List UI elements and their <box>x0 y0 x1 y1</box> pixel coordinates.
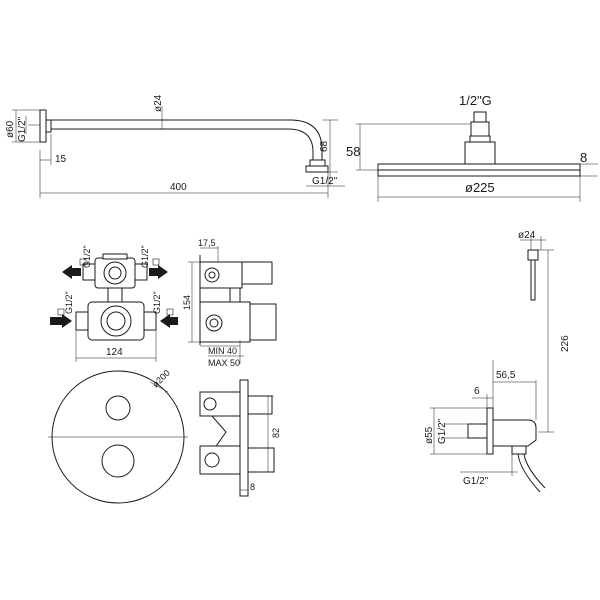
valve-side-upper-port-core <box>208 271 216 279</box>
valve-top-left-thread: G1/2" <box>82 245 92 268</box>
plate-diameter-label: ø200 <box>150 368 172 390</box>
hand-outlet-offset: 56,5 <box>496 370 516 381</box>
mark-ur <box>152 258 160 266</box>
valve-side-lower-port-core <box>209 318 219 328</box>
head-ball-joint <box>470 121 490 137</box>
arm-outlet-nut <box>309 159 326 167</box>
arm-outlet-thread-label: G1/2" <box>312 176 338 187</box>
hand-hose-edge <box>523 453 546 489</box>
arrow-lower-right-shaft <box>170 317 178 325</box>
head-top-nut <box>473 111 487 123</box>
head-neck <box>464 141 496 165</box>
arm-outlet-socket <box>305 165 329 173</box>
arm-length-label: 400 <box>170 182 187 193</box>
valve-upper-core <box>108 266 122 280</box>
valve-side-upper-stem <box>241 261 273 285</box>
arm-flange-thread-label: G1/2" <box>17 116 28 142</box>
valve-connector <box>107 287 123 303</box>
arrow-out-upper-right <box>158 265 168 279</box>
head-joint-collar <box>469 135 491 143</box>
plate-side-lower-knob <box>247 447 275 473</box>
valve-upper-right-port <box>134 263 148 281</box>
plate-side-projection: 82 <box>271 428 281 438</box>
arrow-in-lower-right <box>160 314 170 328</box>
head-plate-bottom <box>377 169 581 177</box>
plate-side-lower-port <box>204 452 220 468</box>
valve-lower-right-port <box>143 311 157 331</box>
arm-flange-depth-label: 15 <box>55 154 67 165</box>
valve-side-max: MAX 50 <box>208 358 240 368</box>
hand-hose <box>517 453 541 493</box>
arrow-out-upper-left <box>62 265 72 279</box>
arm-flange-nut <box>45 119 52 133</box>
valve-lower-core <box>106 311 126 331</box>
hand-length: 226 <box>560 335 571 352</box>
valve-lower-left-port <box>75 311 89 331</box>
valve-bottom-right-thread: G1/2" <box>152 291 162 314</box>
valve-upper-cap <box>102 253 128 260</box>
hand-holder-body <box>493 419 537 447</box>
arm-tube-dia-label: ø24 <box>153 94 164 112</box>
valve-side-depth-top: 17,5 <box>198 238 216 248</box>
arm-wall-flange <box>39 109 47 143</box>
valve-top-right-thread: G1/2" <box>140 245 150 268</box>
valve-bottom-left-thread: G1/2" <box>64 291 74 314</box>
valve-upper-left-port <box>82 263 96 281</box>
cover-plate-front-drawing: ø200 <box>48 368 188 504</box>
arm-drop-label: 68 <box>319 140 330 152</box>
thermostat-knob <box>101 444 135 478</box>
arm-tube-bottom-edge <box>51 128 314 160</box>
head-connection-label: 1/2"G <box>459 93 492 108</box>
cover-plate-side-drawing: 82 8 <box>199 379 281 497</box>
valve-width-label: 124 <box>106 347 123 358</box>
valve-side-lower-stem <box>249 303 277 341</box>
hand-shower-handle <box>530 257 536 301</box>
valve-side-min: MIN 40 <box>208 346 237 356</box>
hand-wall-outlet-thread: G1/2" <box>437 418 448 444</box>
mark-ul <box>79 258 87 266</box>
valve-side-drawing: 17,5 154 MIN 40 MAX 50 <box>182 238 277 368</box>
hand-wall-outlet-dia: ø55 <box>424 426 435 444</box>
head-thickness-label: 8 <box>580 150 587 165</box>
arrow-upper-right-shaft <box>149 268 158 276</box>
shower-arm-drawing: ø60 G1/2" ø24 15 400 68 G1/2" <box>5 94 345 198</box>
hand-shower-head-cap <box>527 249 539 261</box>
shower-head-drawing: 1/2"G 58 8 ø225 <box>346 93 598 202</box>
hand-wall-flange <box>486 407 494 455</box>
hand-shower-drawing: ø24 226 56,5 6 ø55 G1/2" G1/2" <box>424 230 571 493</box>
valve-side-link <box>229 287 241 303</box>
plate-side-profile <box>239 379 249 497</box>
head-diameter-label: ø225 <box>465 180 495 195</box>
valve-side-height: 154 <box>182 295 192 310</box>
head-height-label: 58 <box>346 144 360 159</box>
mark-ll <box>57 308 65 316</box>
hand-elbow-depth: 6 <box>474 386 480 397</box>
arrow-upper-left-shaft <box>72 268 81 276</box>
diverter-knob <box>105 395 131 421</box>
arm-tube-top-edge <box>51 119 323 160</box>
arrow-in-lower-left <box>62 314 72 328</box>
hand-handle-dia: ø24 <box>518 230 536 241</box>
plate-side-thickness: 8 <box>250 482 255 492</box>
hand-hose-nut <box>511 445 527 455</box>
plate-side-link <box>211 415 227 453</box>
mark-lr <box>166 308 174 316</box>
hand-hose-thread: G1/2" <box>463 476 489 487</box>
hand-wall-outlet <box>467 423 488 439</box>
valve-body-front-drawing: G1/2" G1/2" G1/2" G1/2" 124 <box>50 245 178 362</box>
arrow-lower-left-shaft <box>50 317 62 325</box>
plate-side-upper-knob <box>247 395 273 415</box>
arm-flange-dia-label: ø60 <box>5 120 16 138</box>
plate-side-upper-port <box>203 397 217 411</box>
head-plate-top <box>377 163 581 171</box>
